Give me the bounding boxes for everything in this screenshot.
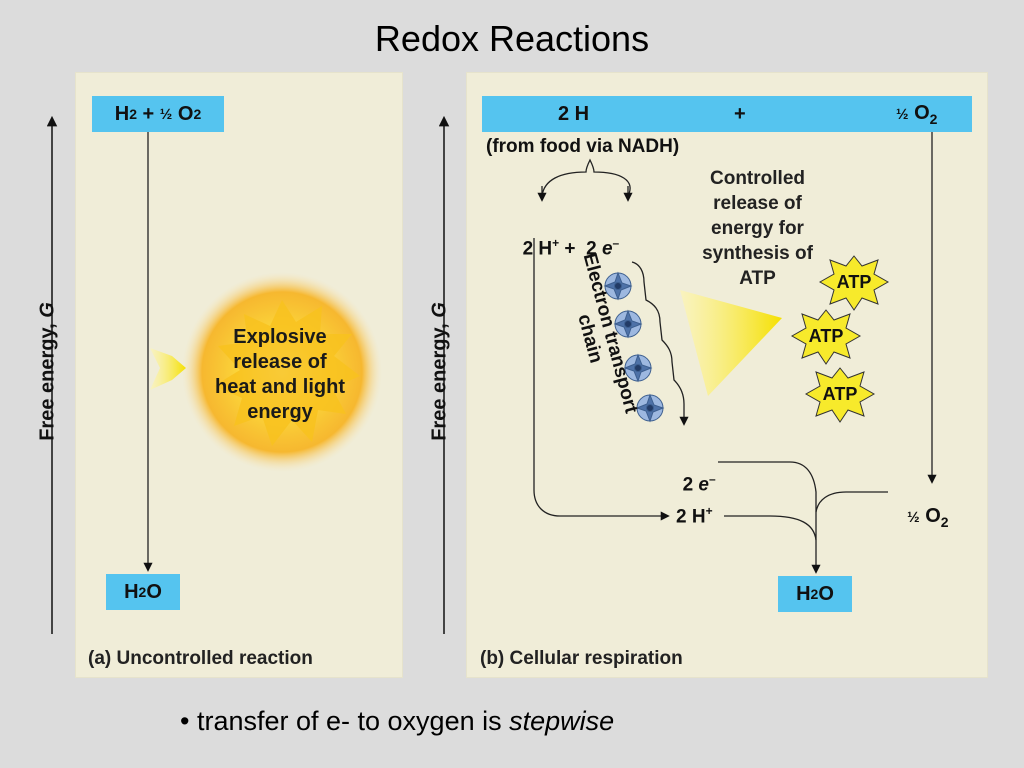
bullet-point: • transfer of e- to oxygen is stepwise	[180, 706, 615, 736]
axis-label-free-energy-b: Free energy, G	[428, 302, 451, 441]
energy-beam-b	[680, 290, 782, 396]
turbine-icon	[603, 271, 633, 301]
turbine-icon	[623, 353, 653, 383]
atp-stars	[790, 255, 890, 423]
explosion-label: Explosive release of heat and light ener…	[215, 326, 345, 423]
explosion-burst	[182, 272, 382, 472]
caption-a: (a) Uncontrolled reaction	[88, 648, 313, 669]
split-products-label: 2 H+ + 2 e–	[522, 236, 620, 260]
electron-to-water	[718, 461, 821, 574]
atp-star-2	[790, 309, 862, 365]
proton-out-label: 2 H+	[676, 504, 713, 528]
atp-label-2: ATP	[808, 326, 844, 346]
slide-title: Redox Reactions	[374, 18, 650, 59]
oxygen-to-water	[815, 491, 888, 513]
atp-star-1	[818, 255, 890, 311]
split-brace	[541, 158, 631, 197]
etc-turbines	[603, 271, 665, 423]
from-food-label: (from food via NADH)	[486, 136, 680, 157]
controlled-release-label: Controlled release of energy for synthes…	[702, 168, 813, 289]
oxygen-label-b: ½ O2	[907, 505, 949, 530]
turbine-icon	[613, 309, 643, 339]
proton-to-water	[724, 515, 817, 541]
reactants-bar-b: 2 H + ½ O2	[482, 96, 972, 132]
energy-beam-a	[150, 348, 186, 390]
electron-step-path	[631, 261, 689, 426]
electron-out-label: 2 e–	[682, 472, 716, 496]
turbine-icon	[635, 393, 665, 423]
axis-label-free-energy-a: Free energy, G	[36, 302, 59, 441]
proton-path	[533, 238, 670, 521]
caption-b: (b) Cellular respiration	[480, 648, 683, 669]
atp-star-3	[804, 367, 876, 423]
atp-label-1: ATP	[836, 272, 872, 292]
atp-label-3: ATP	[822, 384, 858, 404]
